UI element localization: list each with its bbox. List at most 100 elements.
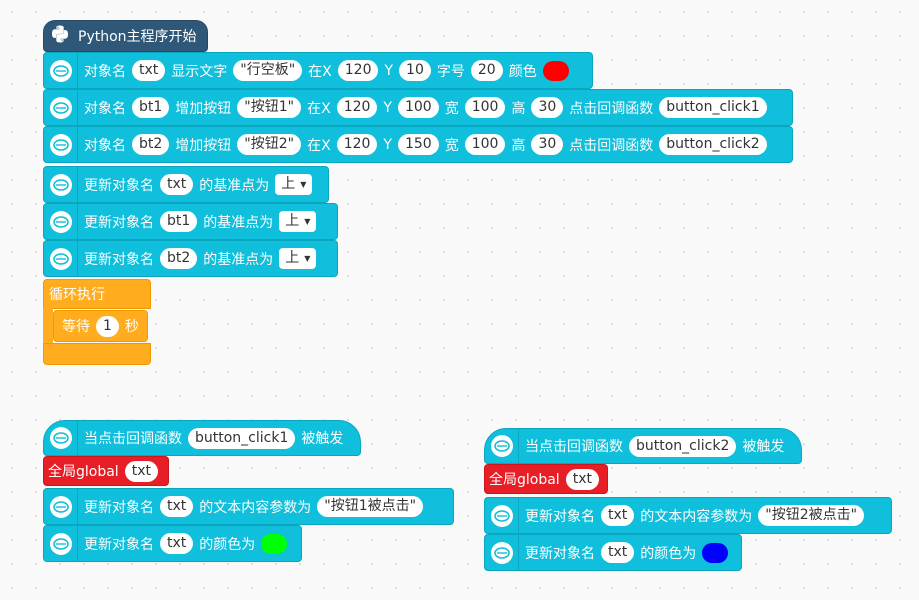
unihiker-board-icon xyxy=(49,210,72,233)
label: 颜色 xyxy=(508,63,537,80)
unihiker-board-icon xyxy=(490,504,513,527)
x-input[interactable]: 120 xyxy=(337,60,379,81)
global-var-block-1[interactable]: 全局global txt xyxy=(43,456,169,486)
label: 点击回调函数 xyxy=(569,137,654,154)
unihiker-board-icon xyxy=(490,541,513,564)
object-name-input[interactable]: txt xyxy=(601,542,635,563)
chevron-down-icon: ▼ xyxy=(300,180,307,189)
block-icon-cell xyxy=(44,53,78,88)
global-var-input[interactable]: txt xyxy=(124,460,158,482)
label: 的基准点为 xyxy=(199,177,270,194)
object-name-input[interactable]: bt2 xyxy=(132,134,170,155)
label: 字号 xyxy=(436,63,465,80)
width-input[interactable]: 100 xyxy=(464,134,506,155)
set-color-block-1[interactable]: 更新对象名 txt 的颜色为 xyxy=(43,525,302,562)
loop-bottom xyxy=(43,343,151,365)
color-picker[interactable] xyxy=(702,542,729,563)
label: 的文本内容参数为 xyxy=(199,499,312,516)
unihiker-board-icon xyxy=(49,173,72,196)
object-name-input[interactable]: txt xyxy=(160,496,194,517)
set-anchor-block-txt[interactable]: 更新对象名 txt 的基准点为 上▼ xyxy=(43,166,329,203)
wait-block[interactable]: 等待 1 秒 xyxy=(53,310,148,342)
unihiker-board-icon xyxy=(49,532,72,555)
label: 全局global xyxy=(48,464,119,480)
object-name-input[interactable]: bt1 xyxy=(160,211,198,232)
color-picker[interactable] xyxy=(542,60,569,81)
object-name-input[interactable]: bt1 xyxy=(132,97,170,118)
callback-hat-block-2[interactable]: 当点击回调函数 button_click2 被触发 xyxy=(484,428,802,464)
label: 宽 xyxy=(444,137,459,154)
python-main-label: Python主程序开始 xyxy=(78,29,197,45)
anchor-dropdown[interactable]: 上▼ xyxy=(275,174,313,195)
label: 增加按钮 xyxy=(175,137,232,154)
callback-input[interactable]: button_click1 xyxy=(659,97,767,118)
label: 的基准点为 xyxy=(203,251,274,268)
anchor-dropdown[interactable]: 上▼ xyxy=(279,248,317,269)
loop-arm xyxy=(43,308,53,344)
color-picker[interactable] xyxy=(261,533,288,554)
text-value-input[interactable]: "按钮2被点击" xyxy=(758,505,865,526)
height-input[interactable]: 30 xyxy=(531,134,564,155)
callback-name-input[interactable]: button_click1 xyxy=(188,427,296,449)
block-icon-cell xyxy=(44,90,78,125)
anchor-dropdown[interactable]: 上▼ xyxy=(279,211,317,232)
y-input[interactable]: 100 xyxy=(397,97,439,118)
label: 对象名 xyxy=(84,137,126,154)
object-name-input[interactable]: txt xyxy=(160,533,194,554)
callback-input[interactable]: button_click2 xyxy=(659,134,767,155)
callback-name-input[interactable]: button_click2 xyxy=(629,435,737,457)
python-main-start-block[interactable]: Python主程序开始 xyxy=(43,20,208,52)
width-input[interactable]: 100 xyxy=(464,97,506,118)
set-text-block-1[interactable]: 更新对象名 txt 的文本内容参数为 "按钮1被点击" xyxy=(43,488,454,525)
object-name-input[interactable]: bt2 xyxy=(160,248,198,269)
label: 更新对象名 xyxy=(525,545,595,562)
x-input[interactable]: 120 xyxy=(336,134,378,155)
label: 全局global xyxy=(489,472,560,488)
object-name-input[interactable]: txt xyxy=(601,505,635,526)
y-input[interactable]: 10 xyxy=(399,60,431,81)
forever-loop-block[interactable]: 循环执行 xyxy=(43,279,151,309)
label: 更新对象名 xyxy=(84,177,154,194)
object-name-input[interactable]: txt xyxy=(132,60,166,81)
set-color-block-2[interactable]: 更新对象名 txt 的颜色为 xyxy=(484,534,742,571)
label: Y xyxy=(383,99,392,116)
font-size-input[interactable]: 20 xyxy=(470,60,503,81)
chevron-down-icon: ▼ xyxy=(304,217,311,226)
label: 当点击回调函数 xyxy=(525,439,623,455)
global-var-block-2[interactable]: 全局global txt xyxy=(484,464,608,494)
label: 高 xyxy=(511,100,526,117)
label: 更新对象名 xyxy=(525,508,595,525)
text-value-input[interactable]: "按钮1被点击" xyxy=(317,496,424,517)
label: 当点击回调函数 xyxy=(84,431,182,447)
add-button-block-bt2[interactable]: 对象名 bt2 增加按钮 "按钮2" 在X 120 Y 150 宽 100 高 … xyxy=(43,126,793,163)
label: 被触发 xyxy=(742,439,785,455)
set-anchor-block-bt2[interactable]: 更新对象名 bt2 的基准点为 上▼ xyxy=(43,240,338,277)
block-icon-cell xyxy=(44,421,78,455)
label: 的颜色为 xyxy=(199,536,256,553)
anchor-value: 上 xyxy=(285,213,300,229)
unihiker-board-icon xyxy=(49,133,72,156)
global-var-input[interactable]: txt xyxy=(565,468,599,490)
anchor-value: 上 xyxy=(285,250,300,266)
wait-seconds-input[interactable]: 1 xyxy=(96,315,119,337)
button-text-input[interactable]: "按钮2" xyxy=(237,134,302,155)
set-anchor-block-bt1[interactable]: 更新对象名 bt1 的基准点为 上▼ xyxy=(43,203,338,240)
block-icon-cell xyxy=(44,127,78,162)
y-input[interactable]: 150 xyxy=(397,134,439,155)
button-text-input[interactable]: "按钮1" xyxy=(237,97,302,118)
label: 的颜色为 xyxy=(640,545,697,562)
label: 更新对象名 xyxy=(84,499,154,516)
label: 对象名 xyxy=(84,100,126,117)
add-button-block-bt1[interactable]: 对象名 bt1 增加按钮 "按钮1" 在X 120 Y 100 宽 100 高 … xyxy=(43,89,793,126)
unihiker-board-icon xyxy=(49,59,72,82)
set-text-block-2[interactable]: 更新对象名 txt 的文本内容参数为 "按钮2被点击" xyxy=(484,497,892,534)
display-text-block[interactable]: 对象名 txt 显示文字 "行空板" 在X 120 Y 10 字号 20 颜色 xyxy=(43,52,593,89)
text-input[interactable]: "行空板" xyxy=(233,60,303,81)
callback-hat-block-1[interactable]: 当点击回调函数 button_click1 被触发 xyxy=(43,420,361,456)
label: 更新对象名 xyxy=(84,214,154,231)
height-input[interactable]: 30 xyxy=(531,97,564,118)
x-input[interactable]: 120 xyxy=(336,97,378,118)
object-name-input[interactable]: txt xyxy=(160,174,194,195)
block-icon-cell xyxy=(485,498,519,533)
label: 高 xyxy=(511,137,526,154)
